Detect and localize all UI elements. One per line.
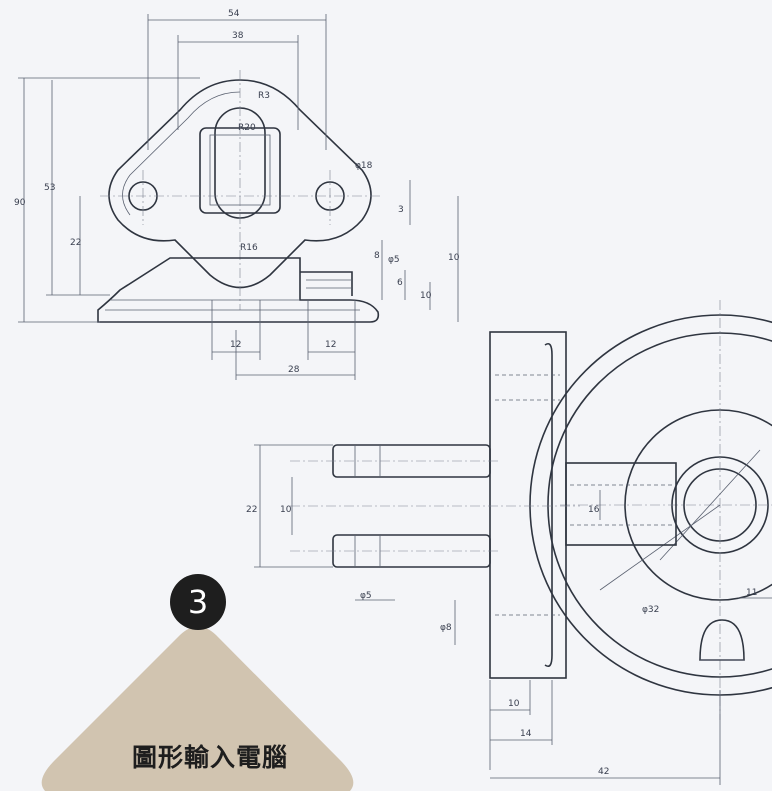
top-view: 54 38 R3 R20 R16 φ18 3 10 22 53 90 8 6 1…: [14, 9, 460, 380]
dim-text: 90: [14, 198, 26, 208]
dim-text: 22: [246, 505, 257, 515]
dim-text: 3: [398, 205, 404, 215]
dim-text: 10: [280, 505, 292, 515]
step-number-badge: 3: [170, 574, 226, 630]
step-panel: [41, 626, 354, 791]
dim-text: 28: [288, 365, 300, 375]
dim-text: 12: [325, 340, 336, 350]
dim-text: R20: [238, 123, 256, 133]
dim-text: φ32: [642, 605, 659, 615]
dim-text: 38: [232, 31, 244, 41]
dim-text: φ18: [355, 161, 373, 171]
dim-text: 54: [228, 9, 240, 19]
dim-text: 6: [397, 278, 403, 288]
dim-text: 53: [44, 183, 55, 193]
dim-text: R3: [258, 91, 270, 101]
dim-text: φ5: [360, 591, 372, 601]
dim-text: φ8: [440, 623, 452, 633]
dim-text: 42: [598, 767, 609, 777]
dim-text: R16: [240, 243, 258, 253]
dim-text: 10: [420, 291, 432, 301]
dim-text: 10: [448, 253, 460, 263]
dim-text: 12: [230, 340, 241, 350]
dim-text: 10: [508, 699, 520, 709]
dim-text: 16: [588, 505, 600, 515]
dim-text: φ5: [388, 255, 400, 265]
step-label: 圖形輸入電腦: [131, 743, 288, 772]
dim-text: 14: [520, 729, 532, 739]
dim-text: 22: [70, 238, 81, 248]
dim-text: 11: [746, 588, 757, 598]
side-view: 22 10 16 φ5 φ8 φ32 11 10 14 42: [246, 300, 772, 785]
dim-text: 8: [374, 251, 380, 261]
